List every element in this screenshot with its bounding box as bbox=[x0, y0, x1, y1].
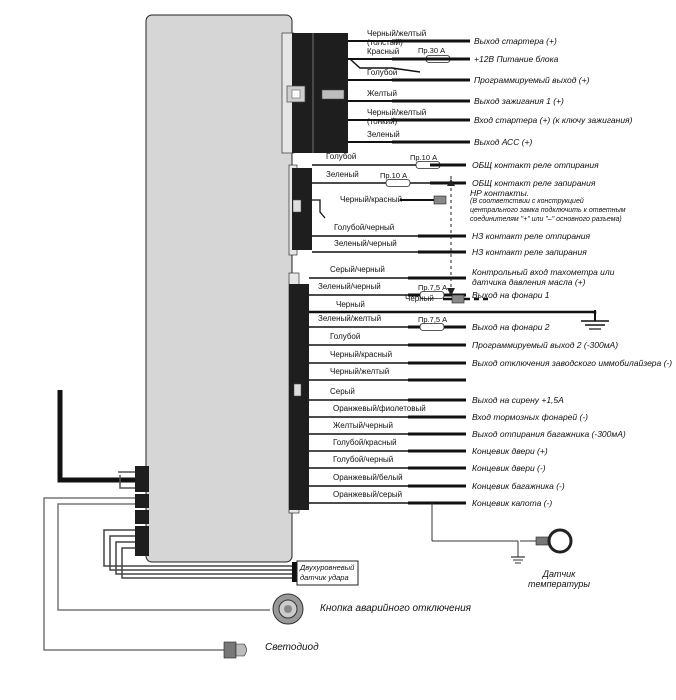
wire-description: Выход на фонари 1 bbox=[472, 290, 550, 300]
wire-description: Выход отключения заводского иммобилайзер… bbox=[472, 358, 673, 368]
connector-3 bbox=[288, 272, 309, 514]
wire-description: Вход стартера (+) (к ключу зажигания) bbox=[474, 115, 633, 125]
wire-label: Голубой bbox=[326, 152, 357, 161]
wire-description: НР контакты. bbox=[470, 188, 530, 198]
wire-label: Черный bbox=[336, 300, 365, 309]
fuse-label: Пр.30 А bbox=[418, 46, 446, 55]
wire-label: Голубой/красный bbox=[333, 438, 397, 447]
panic-button-label: Кнопка аварийного отключения bbox=[320, 603, 472, 614]
wire-label: Черный/красный bbox=[340, 195, 403, 204]
wire-label: Оранжевый/фиолетовый bbox=[333, 404, 426, 413]
temp-sensor-label: Датчик температуры bbox=[528, 569, 590, 589]
connector-icon bbox=[433, 195, 447, 205]
wire-label: Голубой/черный bbox=[334, 223, 395, 232]
wire-label: Оранжевый/серый bbox=[333, 490, 403, 499]
jumper-connector bbox=[451, 294, 465, 304]
shock-sensor-plug bbox=[292, 562, 298, 582]
bottom-connectors bbox=[135, 466, 149, 556]
fuse-icon bbox=[419, 291, 445, 299]
wire-description: ОБЩ контакт реле отпирания bbox=[472, 160, 599, 170]
connector-1-wires bbox=[348, 39, 470, 144]
wire-description: Выход отпирания багажника (-300мА) bbox=[472, 429, 626, 439]
wire-label-sub: (тонкий) bbox=[367, 117, 398, 126]
wire-line bbox=[312, 199, 326, 219]
power-loop bbox=[349, 58, 421, 73]
fuse-label: Пр.10 А bbox=[380, 171, 408, 180]
wire-description: Концевик двери (+) bbox=[472, 446, 548, 456]
wire-label: Оранжевый/белый bbox=[333, 473, 403, 482]
shock-sensor-box bbox=[296, 560, 359, 586]
wire-description: Выход зажигания 1 (+) bbox=[474, 96, 564, 106]
jumper-arrow-top bbox=[447, 179, 455, 186]
fuse-icon bbox=[385, 179, 411, 187]
wire-description: НЗ контакт реле отпирания bbox=[472, 231, 591, 241]
wire-description: Концевик багажника (-) bbox=[472, 481, 565, 491]
wire-label: Зеленый/черный bbox=[334, 239, 397, 248]
wire-label: Черный/красный bbox=[330, 350, 393, 359]
wire-label: Зеленый/черный bbox=[318, 282, 381, 291]
wire-label: Черный/желтый bbox=[330, 367, 390, 376]
wire-description: Программируемый выход 2 (-300мА) bbox=[472, 340, 619, 350]
ground-symbol bbox=[581, 310, 609, 330]
main-unit-body bbox=[145, 14, 293, 563]
wire-label: Желтый bbox=[367, 89, 398, 98]
fuse-label: Пр.7,5 А bbox=[418, 315, 448, 324]
led-icon bbox=[223, 641, 247, 659]
wire-description: Программируемый выход (+) bbox=[474, 75, 590, 85]
wire-label: Черный/желтый bbox=[367, 29, 427, 38]
wire-description: Выход на сирену +1,5А bbox=[472, 395, 564, 405]
wire-description: ОБЩ контакт реле запирания bbox=[472, 178, 596, 188]
wire-description: Концевик капота (-) bbox=[472, 498, 553, 508]
wire-description: Концевик двери (-) bbox=[472, 463, 546, 473]
wire-description: Вход тормозных фонарей (-) bbox=[472, 412, 588, 422]
wire-label: Зеленый bbox=[326, 170, 359, 179]
wire-label: Зеленый/желтый bbox=[318, 314, 382, 323]
wire-label: Голубой bbox=[330, 332, 361, 341]
panic-cable bbox=[57, 503, 270, 611]
fuse-label: Пр.7,5 А bbox=[418, 283, 448, 292]
wire-description-note: (В соответствии с конструкцией центральн… bbox=[470, 198, 626, 223]
wire-label-sub: (толстый) bbox=[367, 38, 403, 47]
wire-label: Голубой bbox=[367, 68, 398, 77]
wire-label: Серый bbox=[330, 387, 355, 396]
jumper-arrow-bottom bbox=[447, 288, 455, 296]
connector-2-wires bbox=[312, 161, 466, 254]
led-label: Светодиод bbox=[265, 642, 319, 653]
wire-description: НЗ контакт реле запирания bbox=[472, 247, 587, 257]
wire-description-2: датчика давления масла (+) bbox=[472, 277, 586, 287]
wire-label: Зеленый bbox=[367, 130, 400, 139]
fuse-icon bbox=[419, 323, 445, 331]
wire-label: Серый/черный bbox=[330, 265, 385, 274]
wire-label: Красный bbox=[367, 47, 400, 56]
connector-1 bbox=[281, 32, 348, 154]
wire-description: Контрольный вход тахометра или bbox=[472, 267, 615, 277]
shock-sensor-label: Двухуровневый датчик удара bbox=[300, 563, 355, 582]
temperature-sensor bbox=[431, 503, 573, 564]
connector-3-wires bbox=[309, 276, 597, 505]
fuse-label: Пр.10 А bbox=[410, 153, 438, 162]
wire-label: Желтый/черный bbox=[333, 421, 393, 430]
wire-label: Черный/желтый bbox=[367, 108, 427, 117]
wire-label: Голубой/черный bbox=[333, 455, 394, 464]
wire-description: Выход на фонари 2 bbox=[472, 322, 550, 332]
wire-description: +12В Питание блока bbox=[474, 54, 559, 64]
ground-cable bbox=[57, 390, 135, 483]
black-jumper-label: Черный bbox=[405, 294, 434, 303]
panic-button-icon bbox=[272, 593, 304, 625]
wire-description: Выход стартера (+) bbox=[474, 36, 557, 46]
wire-description: Выход АСС (+) bbox=[474, 137, 533, 147]
connector-2 bbox=[288, 164, 312, 256]
led-cable bbox=[43, 497, 224, 651]
